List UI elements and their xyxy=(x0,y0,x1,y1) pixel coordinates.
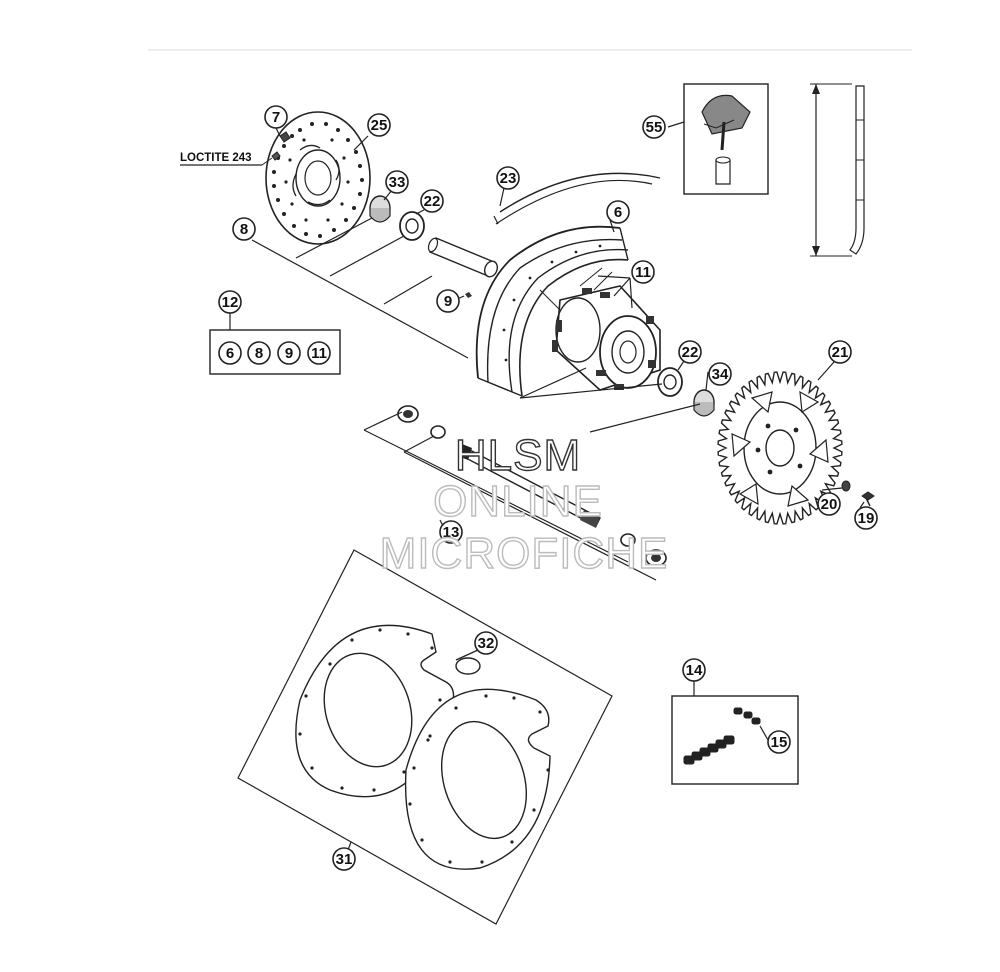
watermark-line-1: HLSM xyxy=(455,431,581,480)
callout-34: 34 xyxy=(708,362,732,386)
wheel-hub xyxy=(539,267,661,391)
spacer xyxy=(369,195,391,223)
callout-22b: 22 xyxy=(678,340,702,364)
bearing-left xyxy=(399,211,425,241)
disc-screw xyxy=(271,131,291,161)
svg-text:6: 6 xyxy=(226,345,234,362)
callout-19: 19 xyxy=(854,506,878,530)
svg-text:8: 8 xyxy=(255,345,263,362)
watermark: HLSM ONLINE MICROFICHE xyxy=(379,430,669,578)
callout-7: 7 xyxy=(264,105,288,129)
svg-text:19: 19 xyxy=(858,510,875,527)
svg-text:55: 55 xyxy=(646,119,663,136)
callout-15: 15 xyxy=(767,730,791,754)
loctite-label: LOCTITE 243 xyxy=(180,152,252,164)
svg-text:9: 9 xyxy=(285,345,293,362)
kit-item-11: 11 xyxy=(307,341,331,365)
callout-9: 9 xyxy=(436,289,460,313)
svg-text:25: 25 xyxy=(371,117,388,134)
kit-item-8: 8 xyxy=(247,341,271,365)
watermark-line-2: ONLINE xyxy=(433,477,603,526)
callout-6: 6 xyxy=(606,200,630,224)
callouts: 7 25 33 22 8 23 6 11 9 12 22 34 21 13 20… xyxy=(218,105,878,871)
watermark-line-3: MICROFICHE xyxy=(380,529,669,578)
svg-text:6: 6 xyxy=(614,204,622,221)
svg-text:22: 22 xyxy=(682,344,699,361)
svg-text:11: 11 xyxy=(311,345,327,362)
callout-31: 31 xyxy=(332,847,356,871)
svg-text:11: 11 xyxy=(635,264,651,281)
svg-text:13: 13 xyxy=(443,524,460,541)
svg-text:15: 15 xyxy=(771,734,788,751)
svg-text:21: 21 xyxy=(832,344,849,361)
svg-text:33: 33 xyxy=(389,174,406,191)
callout-23: 23 xyxy=(496,166,520,190)
wheel-rim xyxy=(475,225,629,397)
loctite-note: LOCTITE 243 xyxy=(180,152,273,166)
callout-8: 8 xyxy=(232,217,256,241)
gasket-panel xyxy=(237,549,613,925)
spacer-right xyxy=(693,389,715,417)
svg-text:23: 23 xyxy=(500,170,517,187)
sprocket-fasteners xyxy=(841,480,875,507)
callout-55: 55 xyxy=(642,115,666,139)
svg-text:14: 14 xyxy=(686,662,703,679)
spoke-dimension xyxy=(810,83,865,257)
callout-14: 14 xyxy=(682,658,706,682)
callout-12: 12 xyxy=(218,290,242,314)
callout-32: 32 xyxy=(474,631,498,655)
svg-text:31: 31 xyxy=(336,851,353,868)
brake-disc xyxy=(265,111,371,245)
bearing-right xyxy=(657,367,683,397)
svg-text:9: 9 xyxy=(444,293,452,310)
callout-22: 22 xyxy=(420,189,444,213)
svg-text:22: 22 xyxy=(424,193,441,210)
callout-20: 20 xyxy=(817,492,841,516)
distance-tube xyxy=(427,237,499,278)
callout-11: 11 xyxy=(631,260,655,284)
kit-12-items: 6 8 9 11 xyxy=(218,341,331,365)
svg-text:12: 12 xyxy=(222,294,239,311)
cable-tie xyxy=(455,649,481,675)
callout-21: 21 xyxy=(828,340,852,364)
rim-tape xyxy=(493,172,661,225)
kit-item-6: 6 xyxy=(218,341,242,365)
spoke-nipple xyxy=(465,292,472,298)
rear-sprocket xyxy=(717,371,843,525)
wheel-axle xyxy=(397,405,667,567)
svg-text:7: 7 xyxy=(272,109,280,126)
kit-item-9: 9 xyxy=(277,341,301,365)
svg-text:34: 34 xyxy=(712,366,729,383)
svg-text:8: 8 xyxy=(240,221,248,238)
callout-13: 13 xyxy=(439,520,463,544)
svg-text:32: 32 xyxy=(478,635,495,652)
valve-box xyxy=(683,83,769,195)
callout-25: 25 xyxy=(367,113,391,137)
callout-33: 33 xyxy=(385,170,409,194)
svg-text:20: 20 xyxy=(821,496,838,513)
chain-box xyxy=(671,695,799,785)
